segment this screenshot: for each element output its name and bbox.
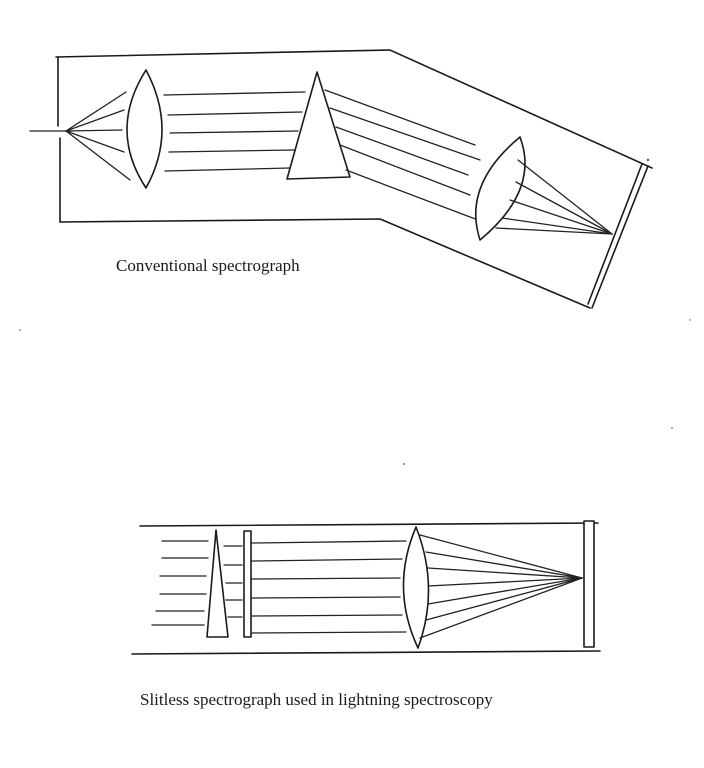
camera-lens: [474, 136, 526, 241]
converge-ray-4: [427, 577, 583, 587]
dispersed-ray-5: [345, 169, 479, 221]
converge-ray-6: [425, 577, 583, 621]
dispersed-ray-2: [329, 107, 481, 161]
focus-ray-1: [517, 159, 613, 235]
slit-ray-5: [65, 130, 131, 181]
objective-prism: [206, 529, 229, 638]
focus-ray-2: [515, 181, 613, 235]
parallel-ray-5: [164, 167, 291, 172]
collimator-lens: [126, 69, 163, 189]
converge-ray-2: [425, 551, 583, 579]
housing-bottom-edge: [59, 218, 591, 309]
slitless-spectrograph-caption: Slitless spectrograph used in lightning …: [140, 690, 493, 709]
film-plate: [583, 520, 595, 648]
housing-top-edge: [55, 49, 653, 169]
slit-ray-4: [65, 130, 125, 153]
parallel-ray-1: [163, 91, 306, 96]
detector-plate: [591, 165, 649, 309]
objective-lens: [402, 526, 430, 649]
parallel-ray-3: [169, 130, 299, 134]
focus-ray-4: [501, 217, 613, 235]
tube-ray-3: [251, 577, 401, 580]
detector-plate-edge: [587, 163, 643, 305]
conventional-spectrograph-caption: Conventional spectrograph: [116, 256, 300, 275]
slit-ray-1: [65, 91, 127, 132]
tube-ray-1: [251, 540, 407, 544]
slit-ray-3: [65, 129, 123, 132]
tube-bottom-edge: [131, 650, 601, 655]
parallel-ray-4: [168, 149, 295, 153]
slitless-spectrograph: [131, 520, 601, 655]
conventional-spectrograph: [29, 49, 653, 309]
focus-ray-5: [495, 227, 613, 235]
prism: [286, 71, 351, 180]
parallel-ray-2: [167, 111, 303, 116]
converge-ray-7: [419, 577, 583, 639]
tube-top-edge: [139, 522, 599, 527]
slit-ray-2: [65, 109, 125, 132]
dispersed-ray-1: [324, 89, 476, 146]
focus-ray-3: [509, 199, 613, 235]
tube-ray-2: [251, 558, 403, 562]
scan-specks: [19, 158, 691, 465]
converge-ray-5: [427, 577, 583, 605]
window-plate: [243, 530, 252, 638]
converge-ray-1: [419, 534, 583, 579]
tube-ray-4: [251, 596, 401, 599]
tube-ray-6: [251, 631, 407, 634]
dispersed-ray-3: [335, 126, 469, 176]
tube-ray-5: [251, 614, 403, 617]
converge-ray-3: [427, 567, 583, 579]
dispersed-ray-4: [339, 144, 471, 196]
